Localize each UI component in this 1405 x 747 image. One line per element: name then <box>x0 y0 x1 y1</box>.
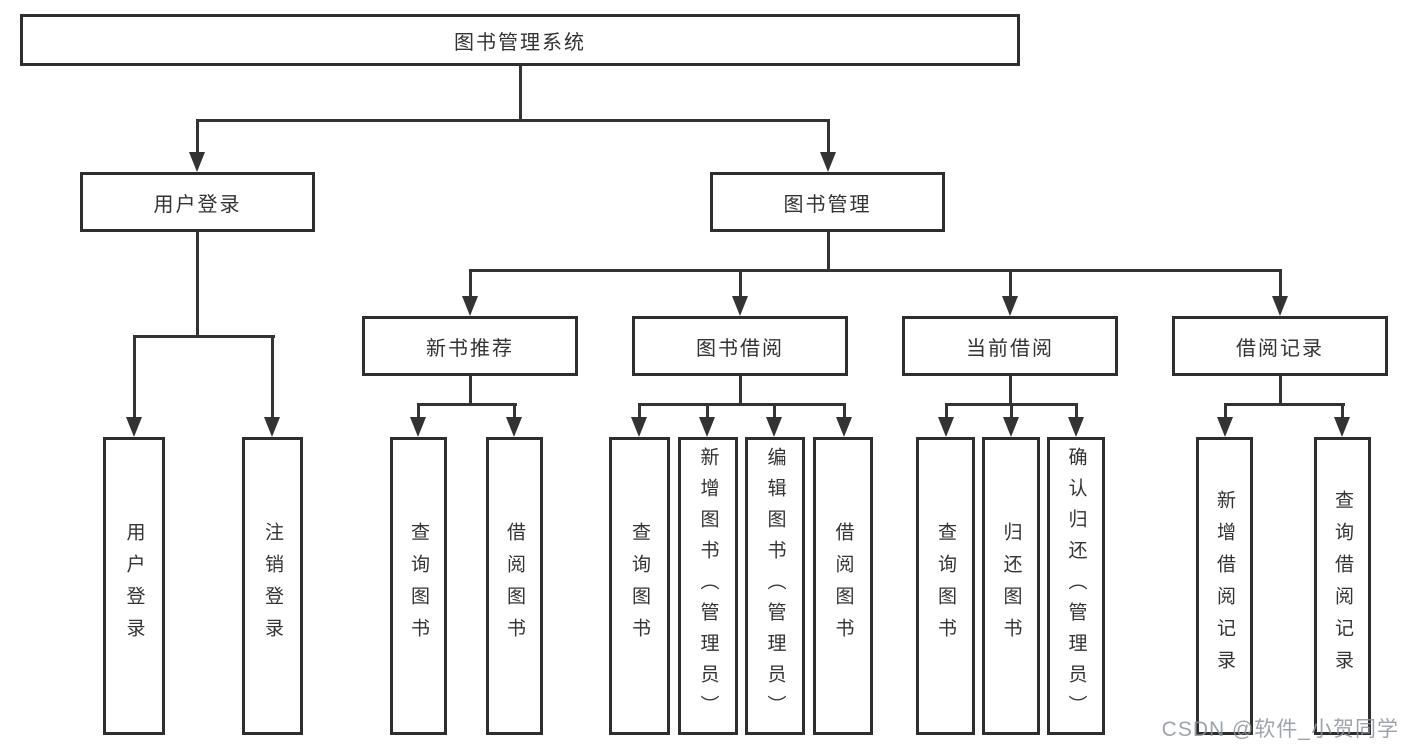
connector-vline <box>739 376 742 406</box>
connector-vline <box>827 232 830 272</box>
leaf-label: 查询借阅记录 <box>1332 490 1353 682</box>
node-user-login: 用户登录 <box>80 172 315 232</box>
arrowhead-down-icon <box>126 417 142 437</box>
arrowhead-down-icon <box>264 417 280 437</box>
node-borrow-records: 借阅记录 <box>1172 316 1388 376</box>
connector-vline <box>519 66 522 122</box>
leaf-edit-books-admin: 编辑图书（管理员） <box>745 437 805 735</box>
leaf-add-borrow-record: 新增借阅记录 <box>1196 437 1253 735</box>
connector-hline <box>638 403 846 406</box>
leaf-borrow-books-recommend: 借阅图书 <box>486 437 543 735</box>
leaf-query-books-recommend: 查询图书 <box>390 437 447 735</box>
leaf-label: 新增图书（管理员） <box>697 446 719 726</box>
csdn-watermark: CSDN @软件_小贺同学 <box>1161 718 1399 741</box>
leaf-confirm-return-admin: 确认归还（管理员） <box>1047 437 1105 735</box>
arrowhead-down-icon <box>410 417 426 437</box>
connector-vline <box>133 335 136 420</box>
arrowhead-down-icon <box>1068 417 1084 437</box>
arrowhead-down-icon <box>1003 417 1019 437</box>
leaf-add-books-admin: 新增图书（管理员） <box>678 437 738 735</box>
arrowhead-down-icon <box>1334 417 1350 437</box>
connector-vline <box>1075 403 1078 420</box>
connector-hline <box>417 403 517 406</box>
leaf-return-books: 归还图书 <box>982 437 1040 735</box>
arrowhead-down-icon <box>1217 417 1233 437</box>
connector-vline <box>1009 269 1012 299</box>
node-label: 图书管理系统 <box>454 31 586 54</box>
connector-vline <box>843 403 846 420</box>
node-label: 图书管理 <box>783 193 872 216</box>
connector-vline <box>1010 403 1013 420</box>
connector-vline <box>638 403 641 420</box>
connector-vline <box>417 403 420 420</box>
leaf-label: 用户登录 <box>123 522 145 650</box>
connector-hline <box>196 119 830 122</box>
connector-hline <box>133 335 275 338</box>
leaf-label: 借阅图书 <box>832 522 854 650</box>
arrowhead-down-icon <box>699 417 715 437</box>
arrowhead-down-icon <box>462 296 478 316</box>
connector-vline <box>773 403 776 420</box>
node-new-book-recommend: 新书推荐 <box>362 316 578 376</box>
node-book-borrow: 图书借阅 <box>632 316 848 376</box>
connector-vline <box>739 269 742 299</box>
connector-vline <box>469 269 472 299</box>
leaf-label: 查询图书 <box>629 522 650 650</box>
node-label: 借阅记录 <box>1236 337 1324 360</box>
connector-vline <box>196 232 199 338</box>
leaf-label: 编辑图书（管理员） <box>764 446 786 726</box>
connector-vline <box>1009 376 1012 406</box>
leaf-label: 新增借阅记录 <box>1214 490 1235 682</box>
node-root-system: 图书管理系统 <box>20 14 1020 66</box>
leaf-query-borrow-record: 查询借阅记录 <box>1314 437 1371 735</box>
node-label: 新书推荐 <box>426 337 514 360</box>
node-current-borrow: 当前借阅 <box>902 316 1118 376</box>
connector-hline <box>469 269 1282 272</box>
connector-vline <box>1279 269 1282 299</box>
arrowhead-down-icon <box>836 417 852 437</box>
leaf-query-books-current: 查询图书 <box>916 437 975 735</box>
arrowhead-down-icon <box>631 417 647 437</box>
node-label: 当前借阅 <box>966 337 1054 360</box>
node-label: 图书借阅 <box>696 337 784 360</box>
leaf-label: 归还图书 <box>1000 522 1022 650</box>
leaf-query-books-borrow: 查询图书 <box>609 437 670 735</box>
leaf-label: 查询图书 <box>408 522 429 650</box>
connector-vline <box>1224 403 1227 420</box>
connector-vline <box>1341 403 1344 420</box>
leaf-label: 确认归还（管理员） <box>1065 446 1087 726</box>
leaf-label: 注销登录 <box>262 522 283 650</box>
connector-hline <box>1224 403 1345 406</box>
arrowhead-down-icon <box>820 152 836 172</box>
leaf-label: 借阅图书 <box>504 522 525 650</box>
arrowhead-down-icon <box>732 296 748 316</box>
leaf-borrow-books: 借阅图书 <box>813 437 873 735</box>
arrowhead-down-icon <box>766 417 782 437</box>
connector-vline <box>469 376 472 406</box>
connector-vline <box>271 335 274 420</box>
connector-vline <box>513 403 516 420</box>
arrowhead-down-icon <box>189 152 205 172</box>
connector-vline <box>1279 376 1282 406</box>
arrowhead-down-icon <box>938 417 954 437</box>
connector-vline <box>196 119 199 155</box>
arrowhead-down-icon <box>1272 296 1288 316</box>
connector-vline <box>706 403 709 420</box>
connector-vline <box>945 403 948 420</box>
arrowhead-down-icon <box>1002 296 1018 316</box>
leaf-logout: 注销登录 <box>242 437 303 735</box>
leaf-user-login: 用户登录 <box>103 437 165 735</box>
connector-vline <box>827 119 830 155</box>
leaf-label: 查询图书 <box>935 522 956 650</box>
node-book-management: 图书管理 <box>710 172 945 232</box>
arrowhead-down-icon <box>506 417 522 437</box>
node-label: 用户登录 <box>153 193 242 216</box>
